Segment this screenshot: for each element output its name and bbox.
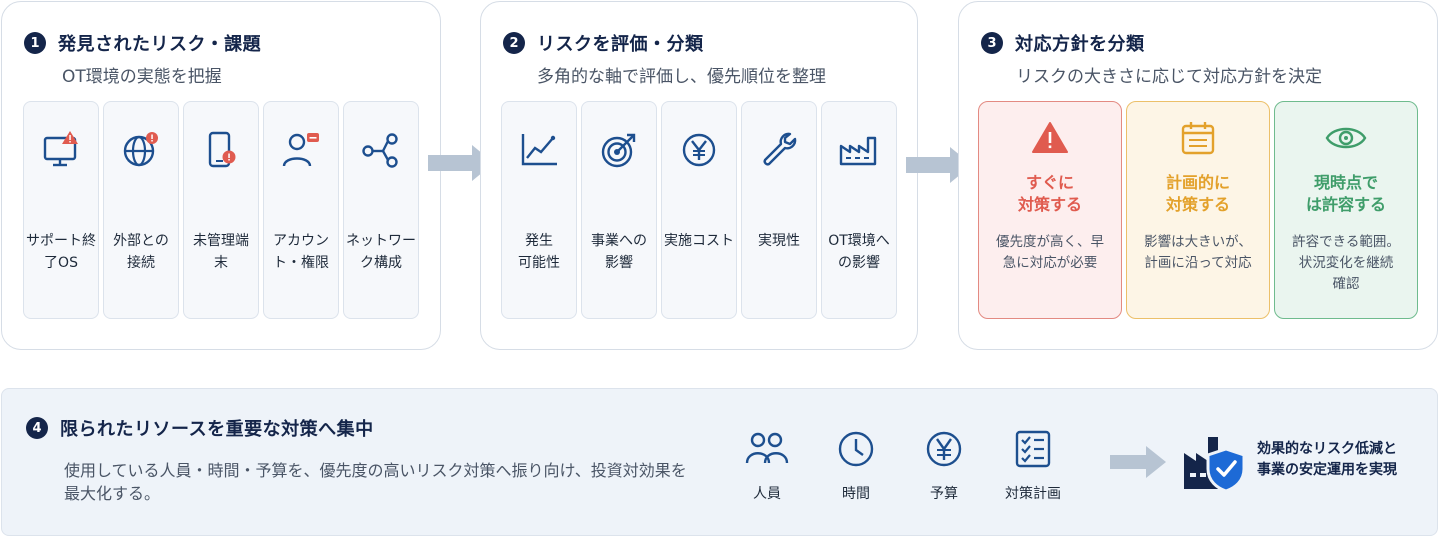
step-title: リスクを評価・分類 <box>537 34 704 55</box>
risk-card-network: ネットワーク構成 <box>343 101 419 319</box>
wrench-icon <box>742 130 816 170</box>
step-number-badge: 4 <box>26 417 48 439</box>
policy-card-immediate: すぐに対策する 優先度が高く、早急に対応が必要 <box>978 101 1122 319</box>
resource-label: 対策計画 <box>1005 486 1061 502</box>
policy-desc-line: 影響は大きいが、 <box>1144 234 1252 250</box>
risk-card-unmanaged: 未管理端末 <box>183 101 259 319</box>
calendar-icon <box>1127 120 1269 156</box>
card-label-line: 事業への <box>591 233 647 249</box>
card-label-line: ク構成 <box>360 255 402 271</box>
policy-desc-line: 計画に沿って対応 <box>1144 255 1252 271</box>
risk-card-account: アカウント・権限 <box>263 101 339 319</box>
step-subtitle: 多角的な軸で評価し、優先順位を整理 <box>537 67 826 87</box>
policy-desc-line: 確認 <box>1332 276 1360 292</box>
card-label-line: 影響 <box>605 255 633 271</box>
card-label-line: の影響 <box>838 255 880 271</box>
step-1-header: 1 発見されたリスク・課題 <box>24 30 261 56</box>
card-label-line: 接続 <box>127 255 155 271</box>
step-4-description: 使用している人員・時間・予算を、優先度の高いリスク対策へ振り向け、投資対効果を最… <box>64 461 687 503</box>
resource-budget: 予算 <box>908 429 980 503</box>
resource-plan: 対策計画 <box>997 429 1069 503</box>
monitor-alert-icon <box>24 130 98 170</box>
step-number-badge: 1 <box>24 32 46 54</box>
yen-icon <box>662 130 736 170</box>
flow-arrow-icon <box>428 145 494 181</box>
resource-label: 人員 <box>753 486 781 502</box>
eval-card-cost: 実施コスト <box>661 101 737 319</box>
policy-title-line: すぐに <box>1025 173 1074 192</box>
network-share-icon <box>344 130 418 170</box>
policy-title-line: 現時点で <box>1313 173 1378 192</box>
target-icon <box>582 130 656 170</box>
card-label-line: 発生 <box>525 233 553 249</box>
resource-label: 予算 <box>930 486 958 502</box>
step-number-badge: 3 <box>981 32 1003 54</box>
step-2-panel: 2 リスクを評価・分類 多角的な軸で評価し、優先順位を整理 発生可能性 事業への… <box>480 1 918 350</box>
card-label-line: アカウン <box>273 233 329 249</box>
line-chart-icon <box>502 130 576 170</box>
card-label-line: 未管理端 <box>193 233 249 249</box>
policy-title-line: は許容する <box>1305 195 1386 214</box>
policy-title-line: 計画的に <box>1165 173 1230 192</box>
user-minus-icon <box>264 130 338 170</box>
eval-card-business: 事業への影響 <box>581 101 657 319</box>
factory-icon <box>822 130 896 170</box>
resource-label: 時間 <box>842 486 870 502</box>
phone-alert-icon <box>184 130 258 170</box>
step-title: 対応方針を分類 <box>1015 34 1145 55</box>
card-label-line: 外部との <box>113 233 169 249</box>
flow-arrow-icon <box>906 147 972 183</box>
policy-title-line: 対策する <box>1165 195 1230 214</box>
people-icon <box>731 429 803 469</box>
card-label-line: 実現性 <box>758 233 800 249</box>
step-subtitle: OT環境の実態を把握 <box>62 67 222 87</box>
step-1-panel: 1 発見されたリスク・課題 OT環境の実態を把握 サポート終了OS 外部との接続… <box>1 1 441 350</box>
policy-desc-line: 優先度が高く、早 <box>996 234 1104 250</box>
card-label-line: ト・権限 <box>273 255 329 271</box>
policy-desc-line: 許容できる範囲。 <box>1292 234 1400 250</box>
factory-shield-icon <box>1184 437 1246 493</box>
step-title: 発見されたリスク・課題 <box>58 34 262 55</box>
card-label-line: 可能性 <box>518 255 560 271</box>
eye-icon <box>1275 120 1417 156</box>
policy-card-accept: 現時点では許容する 許容できる範囲。状況変化を継続確認 <box>1274 101 1418 319</box>
step-4-header: 4 限られたリソースを重要な対策へ集中 <box>26 415 374 441</box>
card-label-line: サポート終 <box>26 233 96 249</box>
warning-icon <box>979 120 1121 156</box>
goal-text: 効果的なリスク低減と事業の安定運用を実現 <box>1257 439 1397 481</box>
globe-alert-icon <box>104 130 178 170</box>
eval-card-feasibility: 実現性 <box>741 101 817 319</box>
resource-people: 人員 <box>731 429 803 503</box>
goal-line: 効果的なリスク低減と <box>1257 441 1397 457</box>
step-subtitle: リスクの大きさに応じて対応方針を決定 <box>1016 67 1322 87</box>
policy-desc-line: 状況変化を継続 <box>1298 255 1394 271</box>
risk-card-external: 外部との接続 <box>103 101 179 319</box>
goal-line: 事業の安定運用を実現 <box>1257 462 1397 478</box>
yen-coin-icon <box>908 429 980 469</box>
card-label-line: 末 <box>214 255 228 271</box>
resource-time: 時間 <box>820 429 892 503</box>
flow-arrow-icon <box>1110 446 1166 478</box>
card-label-line: 了OS <box>44 255 78 271</box>
clock-icon <box>820 429 892 469</box>
risk-card-os: サポート終了OS <box>23 101 99 319</box>
eval-card-ot-impact: OT環境への影響 <box>821 101 897 319</box>
policy-title-line: 対策する <box>1017 195 1082 214</box>
card-label-line: OT環境へ <box>828 233 890 249</box>
policy-desc-line: 急に対応が必要 <box>1002 255 1098 271</box>
step-title: 限られたリソースを重要な対策へ集中 <box>60 419 374 440</box>
card-label-line: 実施コスト <box>664 233 734 249</box>
step-2-header: 2 リスクを評価・分類 <box>503 30 704 56</box>
step-number-badge: 2 <box>503 32 525 54</box>
step-3-panel: 3 対応方針を分類 リスクの大きさに応じて対応方針を決定 すぐに対策する 優先度… <box>958 1 1438 350</box>
card-label-line: ネットワー <box>346 233 416 249</box>
checklist-icon <box>997 429 1069 469</box>
policy-card-planned: 計画的に対策する 影響は大きいが、計画に沿って対応 <box>1126 101 1270 319</box>
step-3-header: 3 対応方針を分類 <box>981 30 1145 56</box>
eval-card-likelihood: 発生可能性 <box>501 101 577 319</box>
step-4-panel: 4 限られたリソースを重要な対策へ集中 使用している人員・時間・予算を、優先度の… <box>1 388 1438 536</box>
